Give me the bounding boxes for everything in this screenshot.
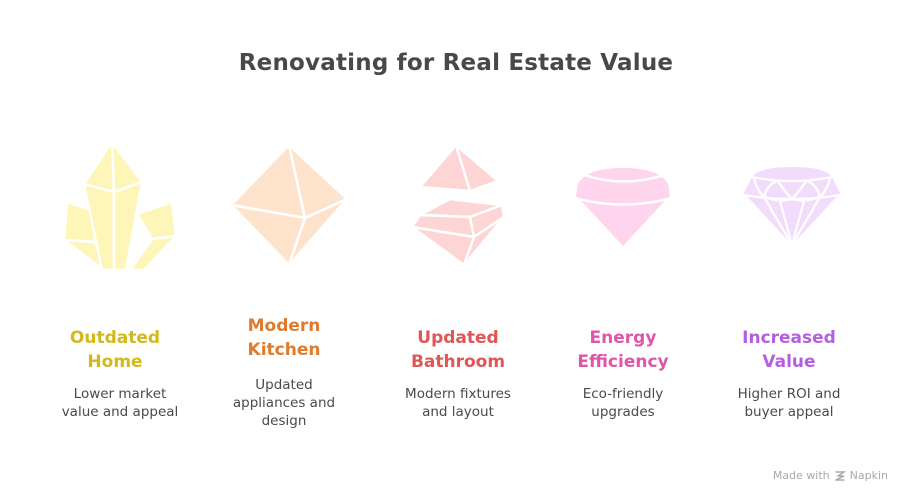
faceted-diamond-icon	[744, 163, 840, 245]
page-title: Renovating for Real Estate Value	[238, 50, 674, 76]
stage-label-outdated-home: Outdated Home	[69, 328, 161, 372]
napkin-brand-text: Napkin	[849, 469, 888, 482]
octahedron-gem-icon	[229, 143, 349, 267]
napkin-logo-icon	[834, 470, 846, 482]
stage-label-updated-bathroom: Updated Bathroom	[410, 328, 506, 372]
made-with-napkin-badge[interactable]: Made with Napkin	[773, 469, 888, 482]
stage-label-modern-kitchen: Modern Kitchen	[247, 316, 321, 360]
stage-desc-modern-kitchen: Updated appliances and design	[232, 377, 336, 429]
stage-desc-outdated-home: Lower market value and appeal	[61, 386, 179, 420]
stage-desc-energy-efficiency: Eco-friendly upgrades	[582, 386, 664, 420]
stage-desc-updated-bathroom: Modern fixtures and layout	[405, 386, 511, 420]
crystal-cluster-icon	[62, 142, 178, 270]
rounded-gem-icon	[576, 162, 670, 246]
stage-label-energy-efficiency: Energy Efficiency	[577, 328, 669, 372]
stage-label-increased-value: Increased Value	[742, 328, 836, 372]
split-gem-icon	[410, 143, 504, 267]
stage-desc-increased-value: Higher ROI and buyer appeal	[737, 386, 841, 420]
made-with-text: Made with	[772, 469, 830, 482]
